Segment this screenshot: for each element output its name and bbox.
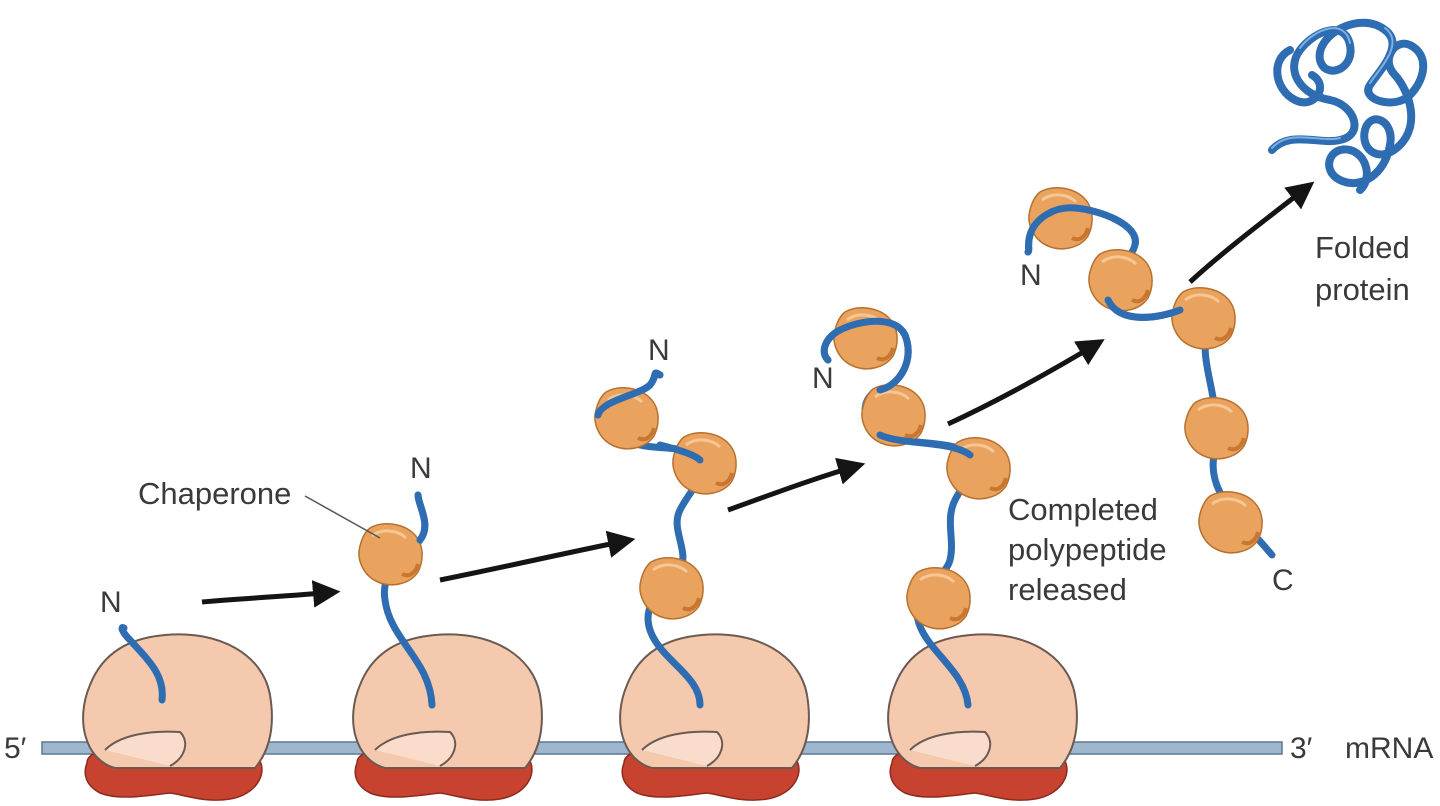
n-terminus-1: N bbox=[100, 586, 122, 619]
n-terminus-2: N bbox=[410, 452, 432, 485]
c-terminus: C bbox=[1272, 564, 1294, 597]
ribosome-1 bbox=[82, 633, 273, 801]
n-terminus-5: N bbox=[1020, 259, 1042, 292]
arrow-2 bbox=[439, 530, 636, 583]
polypeptide-1 bbox=[118, 624, 166, 704]
arrow-1 bbox=[201, 580, 341, 608]
chaperone-4d bbox=[831, 305, 900, 371]
folded-line-1: Folded bbox=[1315, 230, 1410, 265]
chaperone-5a bbox=[1196, 489, 1265, 555]
n-terminus-3: N bbox=[648, 334, 670, 367]
chaperone-2 bbox=[356, 521, 425, 587]
chaperone-3b bbox=[670, 430, 739, 496]
completed-line-2: polypeptide bbox=[1008, 532, 1167, 567]
chaperone-5b bbox=[1182, 395, 1251, 461]
completed-line-1: Completed bbox=[1008, 492, 1158, 527]
chaperone-3a bbox=[637, 555, 706, 621]
chaperone-leader-line bbox=[304, 495, 381, 539]
chaperone-4a bbox=[904, 565, 973, 631]
mrna-label: mRNA bbox=[1345, 732, 1433, 765]
folded-protein bbox=[1268, 18, 1428, 194]
ribosome-3 bbox=[619, 633, 810, 801]
completed-line-3: released bbox=[1008, 572, 1127, 607]
n-terminus-4: N bbox=[812, 362, 834, 395]
arrow-5 bbox=[1188, 181, 1315, 284]
five-prime-label: 5′ bbox=[4, 732, 27, 765]
folded-line-2: protein bbox=[1315, 272, 1410, 307]
chaperone-5d bbox=[1086, 247, 1155, 313]
arrow-4 bbox=[946, 339, 1105, 427]
ribosome-2 bbox=[352, 633, 543, 801]
chaperone-5c bbox=[1169, 285, 1238, 351]
three-prime-label: 3′ bbox=[1290, 732, 1313, 765]
arrow-3 bbox=[727, 457, 866, 513]
ribosome-4 bbox=[887, 633, 1078, 801]
chaperone-label: Chaperone bbox=[138, 476, 291, 511]
